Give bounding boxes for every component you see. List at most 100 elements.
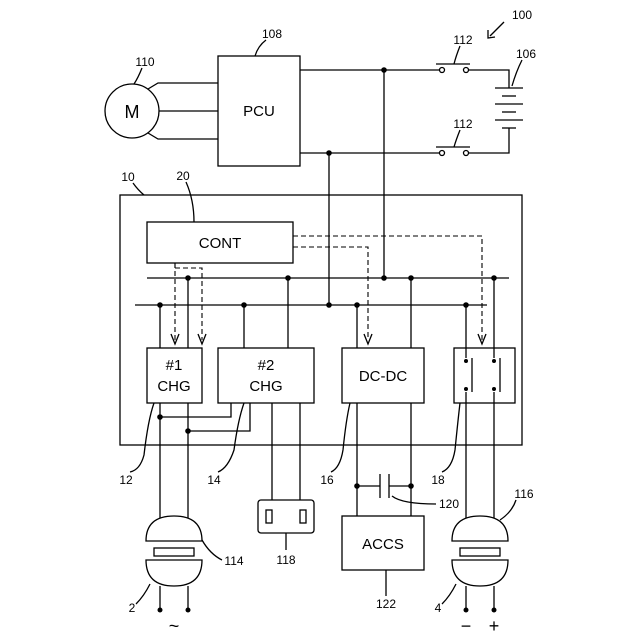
ac-symbol: ~ — [169, 616, 180, 636]
chg2-label-2: CHG — [249, 378, 282, 395]
chg1-label-1: #1 — [166, 357, 183, 374]
leader-20 — [186, 182, 194, 222]
leader-16 — [331, 403, 350, 472]
motor-label: M — [125, 102, 140, 122]
ref-2: 2 — [129, 601, 136, 615]
pcu-108: PCU — [218, 56, 300, 166]
leader-112-bottom — [454, 130, 460, 147]
junction-dot — [157, 414, 163, 420]
battery-106 — [495, 88, 523, 134]
minus-symbol: − — [461, 616, 472, 636]
relay-contact — [464, 387, 468, 391]
controller-20: CONT — [147, 222, 293, 263]
plug-terminal — [186, 608, 191, 613]
plug-terminal — [464, 608, 469, 613]
relay-contact — [464, 68, 469, 73]
motor-110: M — [105, 83, 218, 139]
bus-junctions — [157, 275, 497, 308]
outlet-slot — [300, 510, 306, 523]
plus-symbol: + — [489, 616, 500, 636]
ref-122: 122 — [376, 597, 396, 611]
junction-dot — [408, 483, 414, 489]
motor-phase-w — [148, 133, 218, 139]
dc-inlet-116 — [452, 516, 508, 541]
outlet-slot — [266, 510, 272, 523]
leader-114 — [202, 540, 222, 560]
ref-114: 114 — [224, 554, 243, 568]
plug-body — [146, 560, 202, 586]
relay-112-top — [436, 64, 509, 88]
ref-20: 20 — [176, 169, 190, 183]
junction-dot — [354, 483, 360, 489]
relay-contact — [464, 151, 469, 156]
ref-12: 12 — [119, 473, 133, 487]
outlet-118 — [258, 500, 314, 533]
charger-14: #2 CHG — [218, 348, 314, 403]
junction-dot — [326, 302, 332, 308]
relay-contact — [440, 68, 445, 73]
plug-collar — [460, 548, 500, 556]
ref-118: 118 — [276, 553, 295, 567]
inlet-body — [146, 516, 202, 541]
relay-box — [454, 348, 515, 403]
leader-112-top — [454, 46, 460, 64]
ref-14: 14 — [207, 473, 221, 487]
ref-18: 18 — [431, 473, 445, 487]
plug-terminal — [158, 608, 163, 613]
relay-112-bottom — [436, 134, 509, 156]
cont-label: CONT — [199, 235, 242, 252]
chg2-label-1: #2 — [258, 357, 275, 374]
plug-body — [452, 560, 508, 586]
leader-4 — [442, 584, 456, 604]
dcdc-converter-16: DC-DC — [342, 348, 424, 403]
inlet-body — [452, 516, 508, 541]
junction-dot — [185, 428, 191, 434]
chg2-ac-link-a — [160, 403, 231, 417]
charger-12: #1 CHG — [147, 348, 202, 403]
ref-108: 108 — [262, 27, 282, 41]
relay-to-battery-positive — [468, 70, 509, 88]
ref-112-top: 112 — [453, 33, 472, 47]
motor-phase-u — [148, 83, 218, 89]
ref-16: 16 — [320, 473, 334, 487]
junction-dot — [381, 275, 387, 281]
plug-collar — [154, 548, 194, 556]
leader-110 — [134, 68, 142, 84]
leader-100 — [490, 22, 504, 36]
leader-120 — [392, 496, 436, 504]
ref-106: 106 — [516, 47, 536, 61]
relay-contact — [464, 359, 468, 363]
ac-inlet-114 — [146, 516, 202, 541]
ref-100: 100 — [512, 8, 532, 22]
relay-box-18 — [454, 348, 515, 403]
leader-10 — [133, 183, 144, 195]
relay-to-battery-negative — [468, 134, 509, 153]
relay-contact — [440, 151, 445, 156]
relay-contact — [492, 359, 496, 363]
ref-4: 4 — [435, 601, 442, 615]
plug-terminal — [492, 608, 497, 613]
ref-120: 120 — [439, 497, 459, 511]
accessory-122: ACCS — [342, 516, 424, 570]
control-line — [293, 236, 482, 340]
ac-plug-2: ~ — [146, 548, 202, 636]
leader-lines — [130, 22, 522, 604]
relay-contact — [492, 387, 496, 391]
ref-10: 10 — [121, 170, 135, 184]
ref-112-bottom: 112 — [453, 117, 472, 131]
pcu-label: PCU — [243, 103, 275, 120]
dc-plug-4: − + — [452, 548, 508, 636]
ref-110: 110 — [135, 55, 154, 69]
leader-108 — [255, 40, 266, 56]
leader-18 — [442, 403, 460, 472]
leader-106 — [512, 60, 522, 86]
ref-116: 116 — [514, 487, 533, 501]
dcdc-label: DC-DC — [359, 368, 407, 385]
accs-label: ACCS — [362, 536, 404, 553]
leader-12 — [130, 403, 154, 472]
leader-2 — [136, 584, 150, 604]
chg1-label-2: CHG — [157, 378, 190, 395]
leader-116 — [500, 500, 516, 520]
